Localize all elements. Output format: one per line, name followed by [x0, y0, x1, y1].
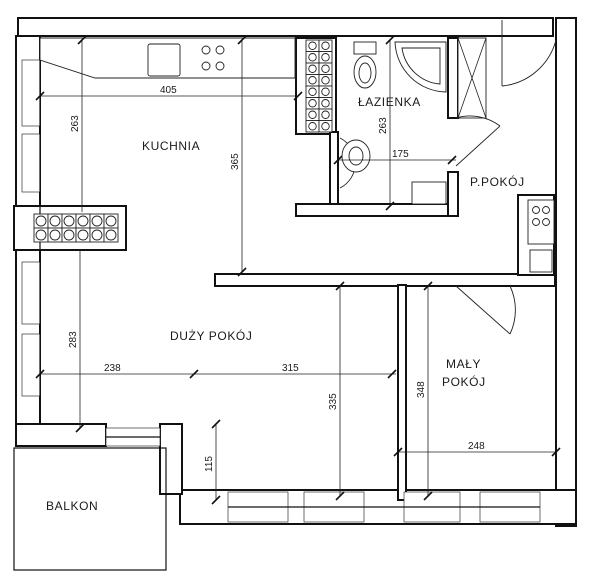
- cabinet-knob: [308, 53, 317, 62]
- cabinet-knob: [63, 229, 75, 241]
- bottom-windows: [227, 491, 541, 523]
- dim-label-living-width-left: 238: [104, 363, 121, 374]
- dim-label-living-depth-left: 283: [68, 331, 79, 348]
- dim-label-kitchen-to-living: 365: [230, 153, 241, 170]
- room-label-living-room: DUŻY POKÓJ: [170, 328, 252, 343]
- cabinet-knob: [321, 122, 330, 131]
- cabinet-knob: [35, 229, 47, 241]
- kitchen-counter: [39, 37, 296, 79]
- cabinet-knob: [308, 64, 317, 73]
- cabinet-knob: [321, 87, 330, 96]
- cabinet-knob: [105, 215, 117, 227]
- cabinet-knob: [321, 64, 330, 73]
- dim-label-window-sill: 115: [204, 456, 215, 472]
- cabinet-knob: [308, 41, 317, 50]
- doors: [455, 20, 557, 335]
- bathroom-fixtures: [339, 37, 487, 205]
- cabinet-knob: [308, 110, 317, 119]
- dim-label-bathroom-depth: 263: [378, 117, 389, 134]
- cabinet-knob: [49, 215, 61, 227]
- cabinet-knob: [321, 110, 330, 119]
- room-label-bathroom: ŁAZIENKA: [358, 95, 421, 109]
- cabinet-knob: [321, 41, 330, 50]
- cabinet-knob: [63, 215, 75, 227]
- cabinet-knob: [91, 229, 103, 241]
- dim-label-kitchen-depth: 263: [70, 115, 81, 132]
- room-label-hall: P.POKÓJ: [470, 174, 525, 189]
- room-label-small-room-1: MAŁY: [446, 357, 481, 371]
- balcony: [13, 427, 167, 571]
- left-windows: [21, 59, 41, 397]
- kitchen-cabinet-grid: [305, 39, 333, 133]
- cabinet-knob: [321, 53, 330, 62]
- counter-island-grid: [33, 213, 119, 243]
- cabinet-knob: [308, 122, 317, 131]
- dim-label-bathroom-width: 175: [392, 149, 409, 160]
- cabinet-knob: [35, 215, 47, 227]
- room-label-balcony: BALKON: [46, 499, 98, 513]
- dim-label-small-room-depth: 348: [416, 381, 427, 398]
- dim-label-living-width-right: 315: [282, 363, 299, 374]
- cabinet-knob: [308, 99, 317, 108]
- dim-label-small-room-width: 248: [468, 441, 485, 452]
- room-label-kitchen: KUCHNIA: [142, 139, 200, 153]
- cabinet-knob: [49, 229, 61, 241]
- cabinet-knob: [105, 229, 117, 241]
- cabinet-knob: [308, 76, 317, 85]
- cabinet-knob: [308, 87, 317, 96]
- cabinet-knob: [91, 215, 103, 227]
- dim-label-living-depth-right: 335: [328, 393, 339, 410]
- dim-label-kitchen-width: 405: [160, 85, 177, 96]
- cabinet-knob: [321, 76, 330, 85]
- cabinet-knob: [77, 215, 89, 227]
- hall-appliance: [527, 199, 555, 273]
- room-label-small-room-2: POKÓJ: [442, 374, 486, 389]
- cabinet-knob: [77, 229, 89, 241]
- cabinet-knob: [321, 99, 330, 108]
- dimension-lines: [35, 35, 561, 505]
